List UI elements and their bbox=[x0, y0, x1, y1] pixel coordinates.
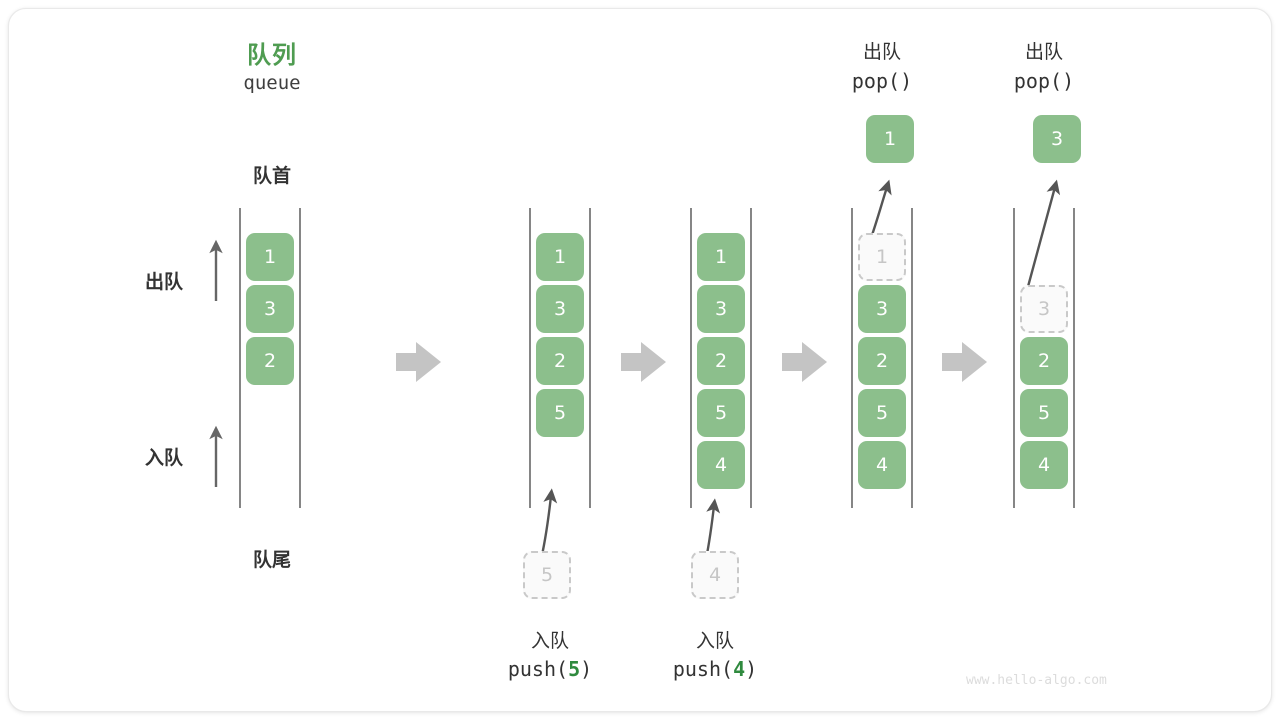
dequeue-side-label: 出队 bbox=[145, 271, 184, 293]
queue-element[interactable]: 3 bbox=[858, 285, 906, 333]
removed-element-ghost: 1 bbox=[858, 233, 906, 281]
watermark: www.hello-algo.com bbox=[966, 673, 1107, 688]
queue-element[interactable]: 3 bbox=[697, 285, 745, 333]
queue-element-new[interactable]: 4 bbox=[697, 441, 745, 489]
queue-element[interactable]: 1 bbox=[697, 233, 745, 281]
enqueue-side-label: 入队 bbox=[145, 447, 184, 469]
operation-label-code: pop() bbox=[807, 69, 957, 93]
queue-element[interactable]: 2 bbox=[246, 337, 294, 385]
op-prefix: pop( bbox=[1013, 69, 1063, 93]
queue-element[interactable]: 4 bbox=[1020, 441, 1068, 489]
op-arg: 5 bbox=[568, 657, 581, 681]
queue-element[interactable]: 5 bbox=[697, 389, 745, 437]
queue-element[interactable]: 3 bbox=[536, 285, 584, 333]
queue-element[interactable]: 1 bbox=[246, 233, 294, 281]
queue-element-new[interactable]: 5 bbox=[536, 389, 584, 437]
queue-element[interactable]: 2 bbox=[1020, 337, 1068, 385]
op-suffix: ) bbox=[1062, 69, 1075, 93]
op-suffix: ) bbox=[900, 69, 913, 93]
diagram-canvas: 队列 queue 队首 队尾 出队 入队 1 3 2 1 3 2 5 5 入队 … bbox=[8, 8, 1272, 712]
op-prefix: pop( bbox=[851, 69, 901, 93]
page-title: 队列 bbox=[247, 41, 297, 69]
flow-arrow-4 bbox=[942, 342, 987, 382]
pending-element-ghost: 5 bbox=[523, 551, 571, 599]
op-suffix: ) bbox=[745, 657, 758, 681]
diagram-overlay bbox=[209, 179, 1075, 565]
flow-arrow-2 bbox=[621, 342, 666, 382]
queue-element[interactable]: 2 bbox=[858, 337, 906, 385]
queue-rear-label: 队尾 bbox=[252, 549, 291, 571]
operation-label-code: push(5) bbox=[475, 657, 625, 681]
op-prefix: push( bbox=[672, 657, 734, 681]
popped-element[interactable]: 3 bbox=[1033, 115, 1081, 163]
queue-element[interactable]: 5 bbox=[1020, 389, 1068, 437]
queue-element[interactable]: 5 bbox=[858, 389, 906, 437]
flow-arrow-1 bbox=[396, 342, 441, 382]
op-arg: 4 bbox=[733, 657, 746, 681]
operation-label-code: push(4) bbox=[640, 657, 790, 681]
op-prefix: push( bbox=[507, 657, 569, 681]
operation-label-cn: 入队 bbox=[695, 630, 734, 652]
flow-arrow-3 bbox=[782, 342, 827, 382]
pop-3-motion-arrow bbox=[1024, 179, 1061, 295]
popped-element[interactable]: 1 bbox=[866, 115, 914, 163]
operation-label-cn: 出队 bbox=[1024, 41, 1063, 63]
queue-front-label: 队首 bbox=[252, 165, 291, 187]
operation-label-cn: 入队 bbox=[530, 630, 569, 652]
queue-element[interactable]: 1 bbox=[536, 233, 584, 281]
page-subtitle: queue bbox=[243, 72, 301, 94]
queue-element[interactable]: 4 bbox=[858, 441, 906, 489]
operation-label-cn: 出队 bbox=[862, 41, 901, 63]
pending-element-ghost: 4 bbox=[691, 551, 739, 599]
operation-label-code: pop() bbox=[969, 69, 1119, 93]
queue-element[interactable]: 3 bbox=[246, 285, 294, 333]
queue-element[interactable]: 2 bbox=[697, 337, 745, 385]
removed-element-ghost: 3 bbox=[1020, 285, 1068, 333]
op-suffix: ) bbox=[580, 657, 593, 681]
queue-element[interactable]: 2 bbox=[536, 337, 584, 385]
